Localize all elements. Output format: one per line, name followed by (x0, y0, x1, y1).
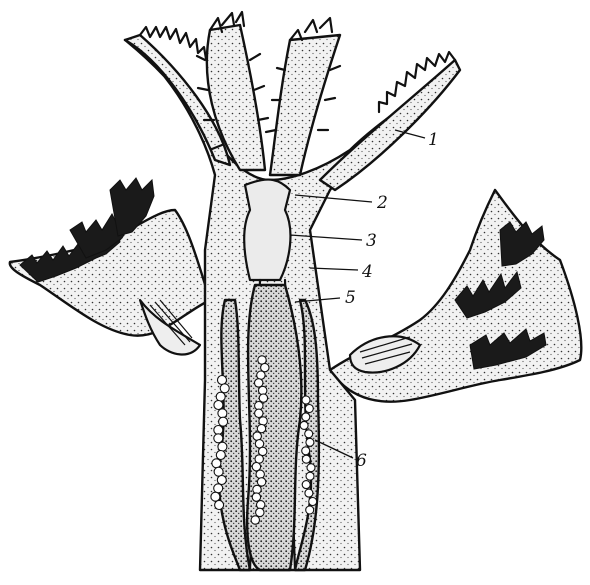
egg (214, 484, 223, 493)
egg (305, 405, 313, 413)
egg (302, 413, 310, 421)
egg (255, 455, 263, 463)
egg (257, 371, 265, 379)
egg (305, 430, 313, 438)
egg (302, 447, 310, 455)
egg (217, 476, 226, 485)
egg (255, 409, 263, 417)
egg (306, 472, 314, 480)
egg (300, 421, 308, 429)
egg (256, 508, 264, 516)
egg (257, 424, 265, 432)
egg (214, 434, 223, 443)
egg (214, 467, 223, 476)
egg (302, 396, 310, 404)
callout-4: 4 (310, 262, 373, 282)
egg (261, 363, 269, 371)
egg (255, 379, 263, 387)
tentacle-crown (125, 12, 460, 190)
egg (216, 392, 225, 401)
egg (251, 516, 259, 524)
egg (220, 384, 229, 393)
egg (259, 394, 267, 402)
egg (257, 478, 265, 486)
egg (302, 455, 310, 463)
egg (216, 451, 225, 460)
egg (302, 481, 310, 489)
label-3: 3 (366, 231, 377, 251)
egg (219, 417, 228, 426)
label-6: 6 (356, 451, 367, 471)
egg (215, 501, 224, 510)
egg (218, 376, 227, 385)
label-4: 4 (361, 262, 373, 282)
egg (218, 442, 227, 451)
egg (259, 417, 267, 425)
egg (214, 426, 223, 435)
label-2: 2 (376, 193, 388, 213)
egg (252, 493, 260, 501)
egg (218, 409, 227, 418)
left-bud-polyp (10, 178, 210, 354)
egg (211, 492, 220, 501)
egg (306, 438, 314, 446)
right-bud-polyp (330, 190, 581, 402)
label-5: 5 (345, 288, 356, 308)
egg (212, 459, 221, 468)
egg (307, 464, 315, 472)
egg (309, 498, 317, 506)
egg (214, 401, 223, 410)
egg (256, 470, 264, 478)
egg (305, 489, 313, 497)
label-1: 1 (428, 130, 439, 150)
egg (306, 506, 314, 514)
